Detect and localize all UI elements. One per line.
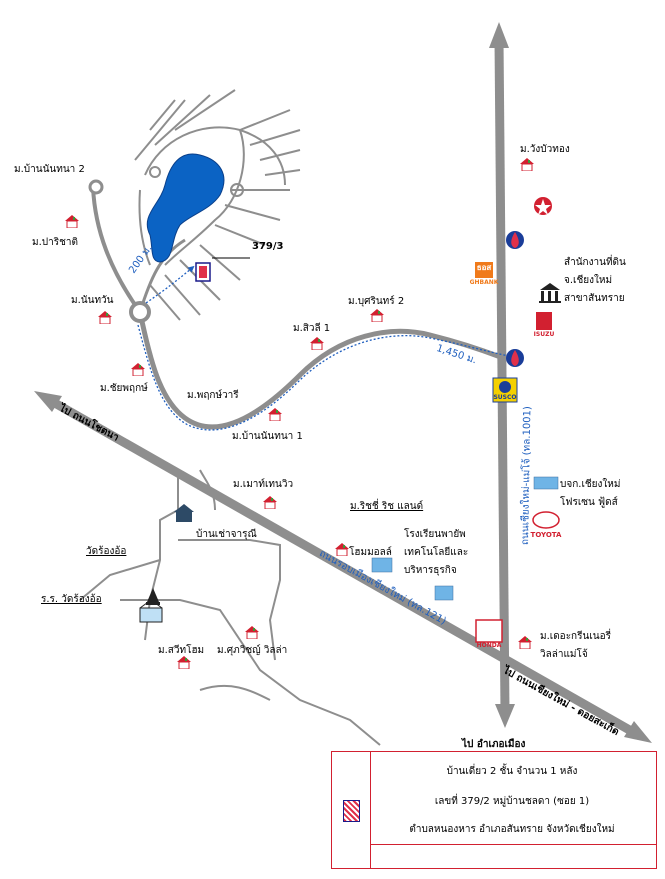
soi-road: [88, 179, 504, 430]
village-house-icon: [131, 363, 145, 376]
school-icon: [139, 599, 163, 623]
label-green-nery-1: ม.เดอะกรีนเนอรี่: [540, 631, 611, 642]
label-ban-nanthana-2: ม.บ้านนันทนา 2: [14, 164, 85, 175]
legend-divider: [370, 752, 371, 868]
isuzu-logo-box: [536, 312, 552, 330]
bank-logo-text: ธอส: [476, 263, 492, 272]
susco-logo-text: SUSCO: [493, 394, 517, 401]
susco-emblem: [499, 381, 511, 393]
village-house-icon: [335, 543, 349, 556]
highway-bypass: [34, 391, 652, 743]
legend-line-3: ตำบลหนองหาร อำเภอสันทราย จังหวัดเชียงใหม…: [409, 824, 615, 835]
village-house-icon: [310, 337, 324, 350]
legend-line-1: บ้านเดี่ยว 2 ชั้น จำนวน 1 หลัง: [446, 766, 578, 777]
route-line: [137, 265, 524, 431]
label-land-office-2: จ.เชียงใหม่: [564, 275, 613, 286]
village-streets: [134, 89, 301, 321]
village-house-icon: [370, 309, 384, 322]
label-parichat: ม.ปาริชาติ: [32, 237, 79, 248]
label-frozen-2: โฟรเซน ฟู้ดส์: [560, 497, 618, 508]
label-to-amphoe-mueang: ไป อำเภอเมือง: [462, 739, 526, 750]
label-green-nery-2: วิลล่าแม่โจ้: [540, 649, 588, 660]
label-land-office-1: สำนักงานที่ดิน: [564, 257, 626, 268]
label-school-2: เทคโนโลยีและ: [404, 547, 469, 558]
label-ban-chao-charun: บ้านเช่าจารุณี: [196, 529, 257, 540]
honda-logo-box: [475, 619, 503, 643]
label-phrueksawaree: ม.พฤกษ์วารี: [187, 390, 239, 401]
legend-line-2: เลขที่ 379/2 หมู่บ้านชลดา (ซอย 1): [434, 796, 590, 807]
label-home-mall: โฮมมอลล์: [349, 547, 392, 558]
bank-logo-subtext: GHBANK: [469, 279, 499, 286]
temple-icon: [146, 588, 160, 605]
label-ban-nanthana-1: ม.บ้านนันทนา 1: [232, 431, 303, 442]
label-sirlee-1: ม.สิวลี 1: [293, 323, 331, 334]
label-plot-number: 379/3: [252, 241, 284, 252]
village-house-icon: [518, 636, 532, 649]
toyota-logo-text: TOYOTA: [530, 531, 562, 539]
label-school-3: บริหารธุรกิจ: [404, 565, 457, 576]
label-nanthawan: ม.นันทวัน: [71, 295, 114, 306]
village-house-icon: [65, 215, 79, 228]
label-wang-bua-thong: ม.วังบัวทอง: [520, 144, 570, 155]
label-land-office-3: สาขาสันทราย: [564, 293, 625, 304]
label-frozen-1: บจก.เชียงใหม่: [560, 479, 621, 490]
bank-logo-box: [475, 262, 493, 278]
label-school-wat: ร.ร. วัดร้องอ้อ: [41, 594, 102, 605]
label-school-1: โรงเรียนพายัพ: [404, 529, 466, 540]
legend-row-line: [370, 844, 656, 845]
village-house-icon: [245, 626, 259, 639]
village-house-icon: [98, 311, 112, 324]
southwest-roads: [79, 469, 381, 746]
toyota-emblem: [532, 511, 560, 529]
rental-house-icon: [174, 504, 194, 522]
gas-station-icon: [506, 197, 552, 367]
village-house-icon: [520, 158, 534, 171]
label-bussarin-2: ม.บุศรินทร์ 2: [348, 296, 405, 307]
government-building-icon: [539, 283, 561, 303]
legend-swatch: [343, 800, 360, 822]
label-sweet-home: ม.สวีทโฮม: [158, 645, 205, 656]
label-supawich-villa: ม.ศุภวิชญ์ วิลล่า: [217, 645, 288, 656]
lake: [146, 153, 225, 263]
village-house-icon: [263, 496, 277, 509]
highway-north-south: [489, 22, 515, 728]
label-mountain-view: ม.เมาท์เทนวิว: [233, 479, 294, 490]
legend-box: บ้านเดี่ยว 2 ชั้น จำนวน 1 หลัง เลขที่ 37…: [331, 751, 657, 869]
label-rich-land: ม.ริชชี่ ริช แลนด์: [350, 501, 424, 512]
label-chaiyaphruek: ม.ชัยพฤกษ์: [100, 383, 148, 394]
isuzu-logo-text: ISUZU: [533, 331, 555, 338]
factory-icon: [371, 476, 559, 601]
village-house-icon: [177, 656, 191, 669]
target-house-icon: [195, 262, 211, 282]
village-house-icon: [268, 408, 282, 421]
honda-logo-text: HONDA: [476, 642, 502, 649]
label-wat-rong-or: วัดร้องอ้อ: [86, 546, 127, 557]
